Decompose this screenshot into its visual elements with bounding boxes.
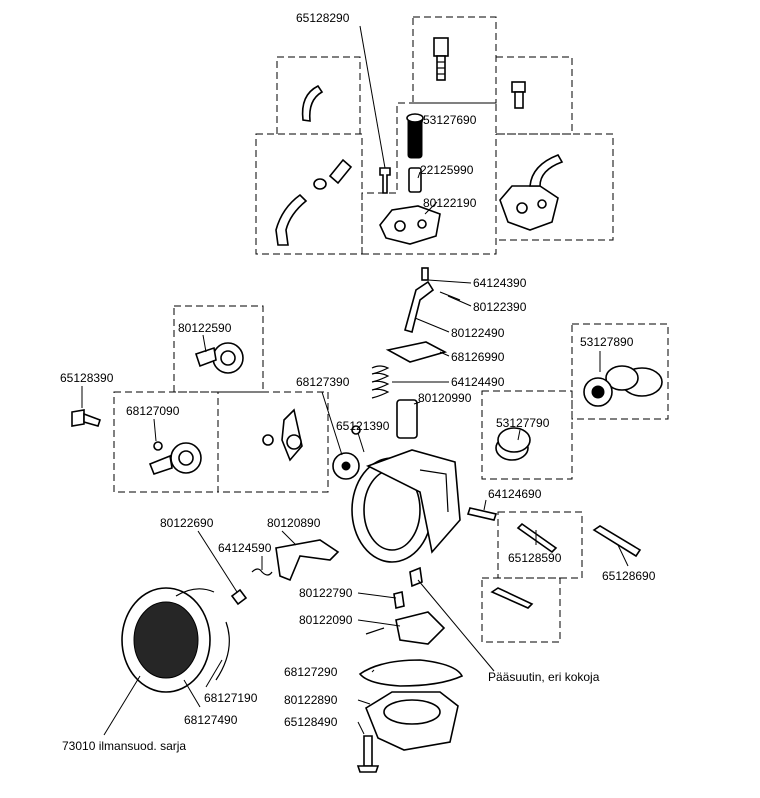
label-68127190: 68127190 (204, 691, 258, 705)
label-68127490: 68127490 (184, 713, 238, 727)
label-53127890: 53127890 (580, 335, 634, 349)
part-labels: 65128290 53127690 22125990 80122190 6412… (60, 11, 656, 753)
part-drawings (71, 37, 663, 773)
label-53127790: 53127790 (496, 416, 550, 430)
label-80122190: 80122190 (423, 196, 477, 210)
label-68127290: 68127290 (284, 665, 338, 679)
label-80122890: 80122890 (284, 693, 338, 707)
label-68127390: 68127390 (296, 375, 350, 389)
label-65128590: 65128590 (508, 551, 562, 565)
label-80122790: 80122790 (299, 586, 353, 600)
label-68127090: 68127090 (126, 404, 180, 418)
label-65121390: 65121390 (336, 419, 390, 433)
label-65128290: 65128290 (296, 11, 350, 25)
label-68126990: 68126990 (451, 350, 505, 364)
label-80120890: 80120890 (267, 516, 321, 530)
label-22125990: 22125990 (420, 163, 474, 177)
label-64124590: 64124590 (218, 541, 272, 555)
label-80122590: 80122590 (178, 321, 232, 335)
label-air-filter-set: 73010 ilmansuod. sarja (62, 739, 186, 753)
label-53127690: 53127690 (423, 113, 477, 127)
label-65128690: 65128690 (602, 569, 656, 583)
label-64124490: 64124490 (451, 375, 505, 389)
label-64124690: 64124690 (488, 487, 542, 501)
label-65128490: 65128490 (284, 715, 338, 729)
label-65128390: 65128390 (60, 371, 114, 385)
label-main-jet-note: Pääsuutin, eri kokoja (488, 670, 600, 684)
label-80122690: 80122690 (160, 516, 214, 530)
lower-assembly-boxes (113, 305, 669, 643)
label-80120990: 80120990 (418, 391, 472, 405)
leader-lines (81, 25, 629, 736)
label-80122490: 80122490 (451, 326, 505, 340)
top-assembly-boxes (255, 16, 614, 255)
label-80122090: 80122090 (299, 613, 353, 627)
label-64124390: 64124390 (473, 276, 527, 290)
label-80122390: 80122390 (473, 300, 527, 314)
